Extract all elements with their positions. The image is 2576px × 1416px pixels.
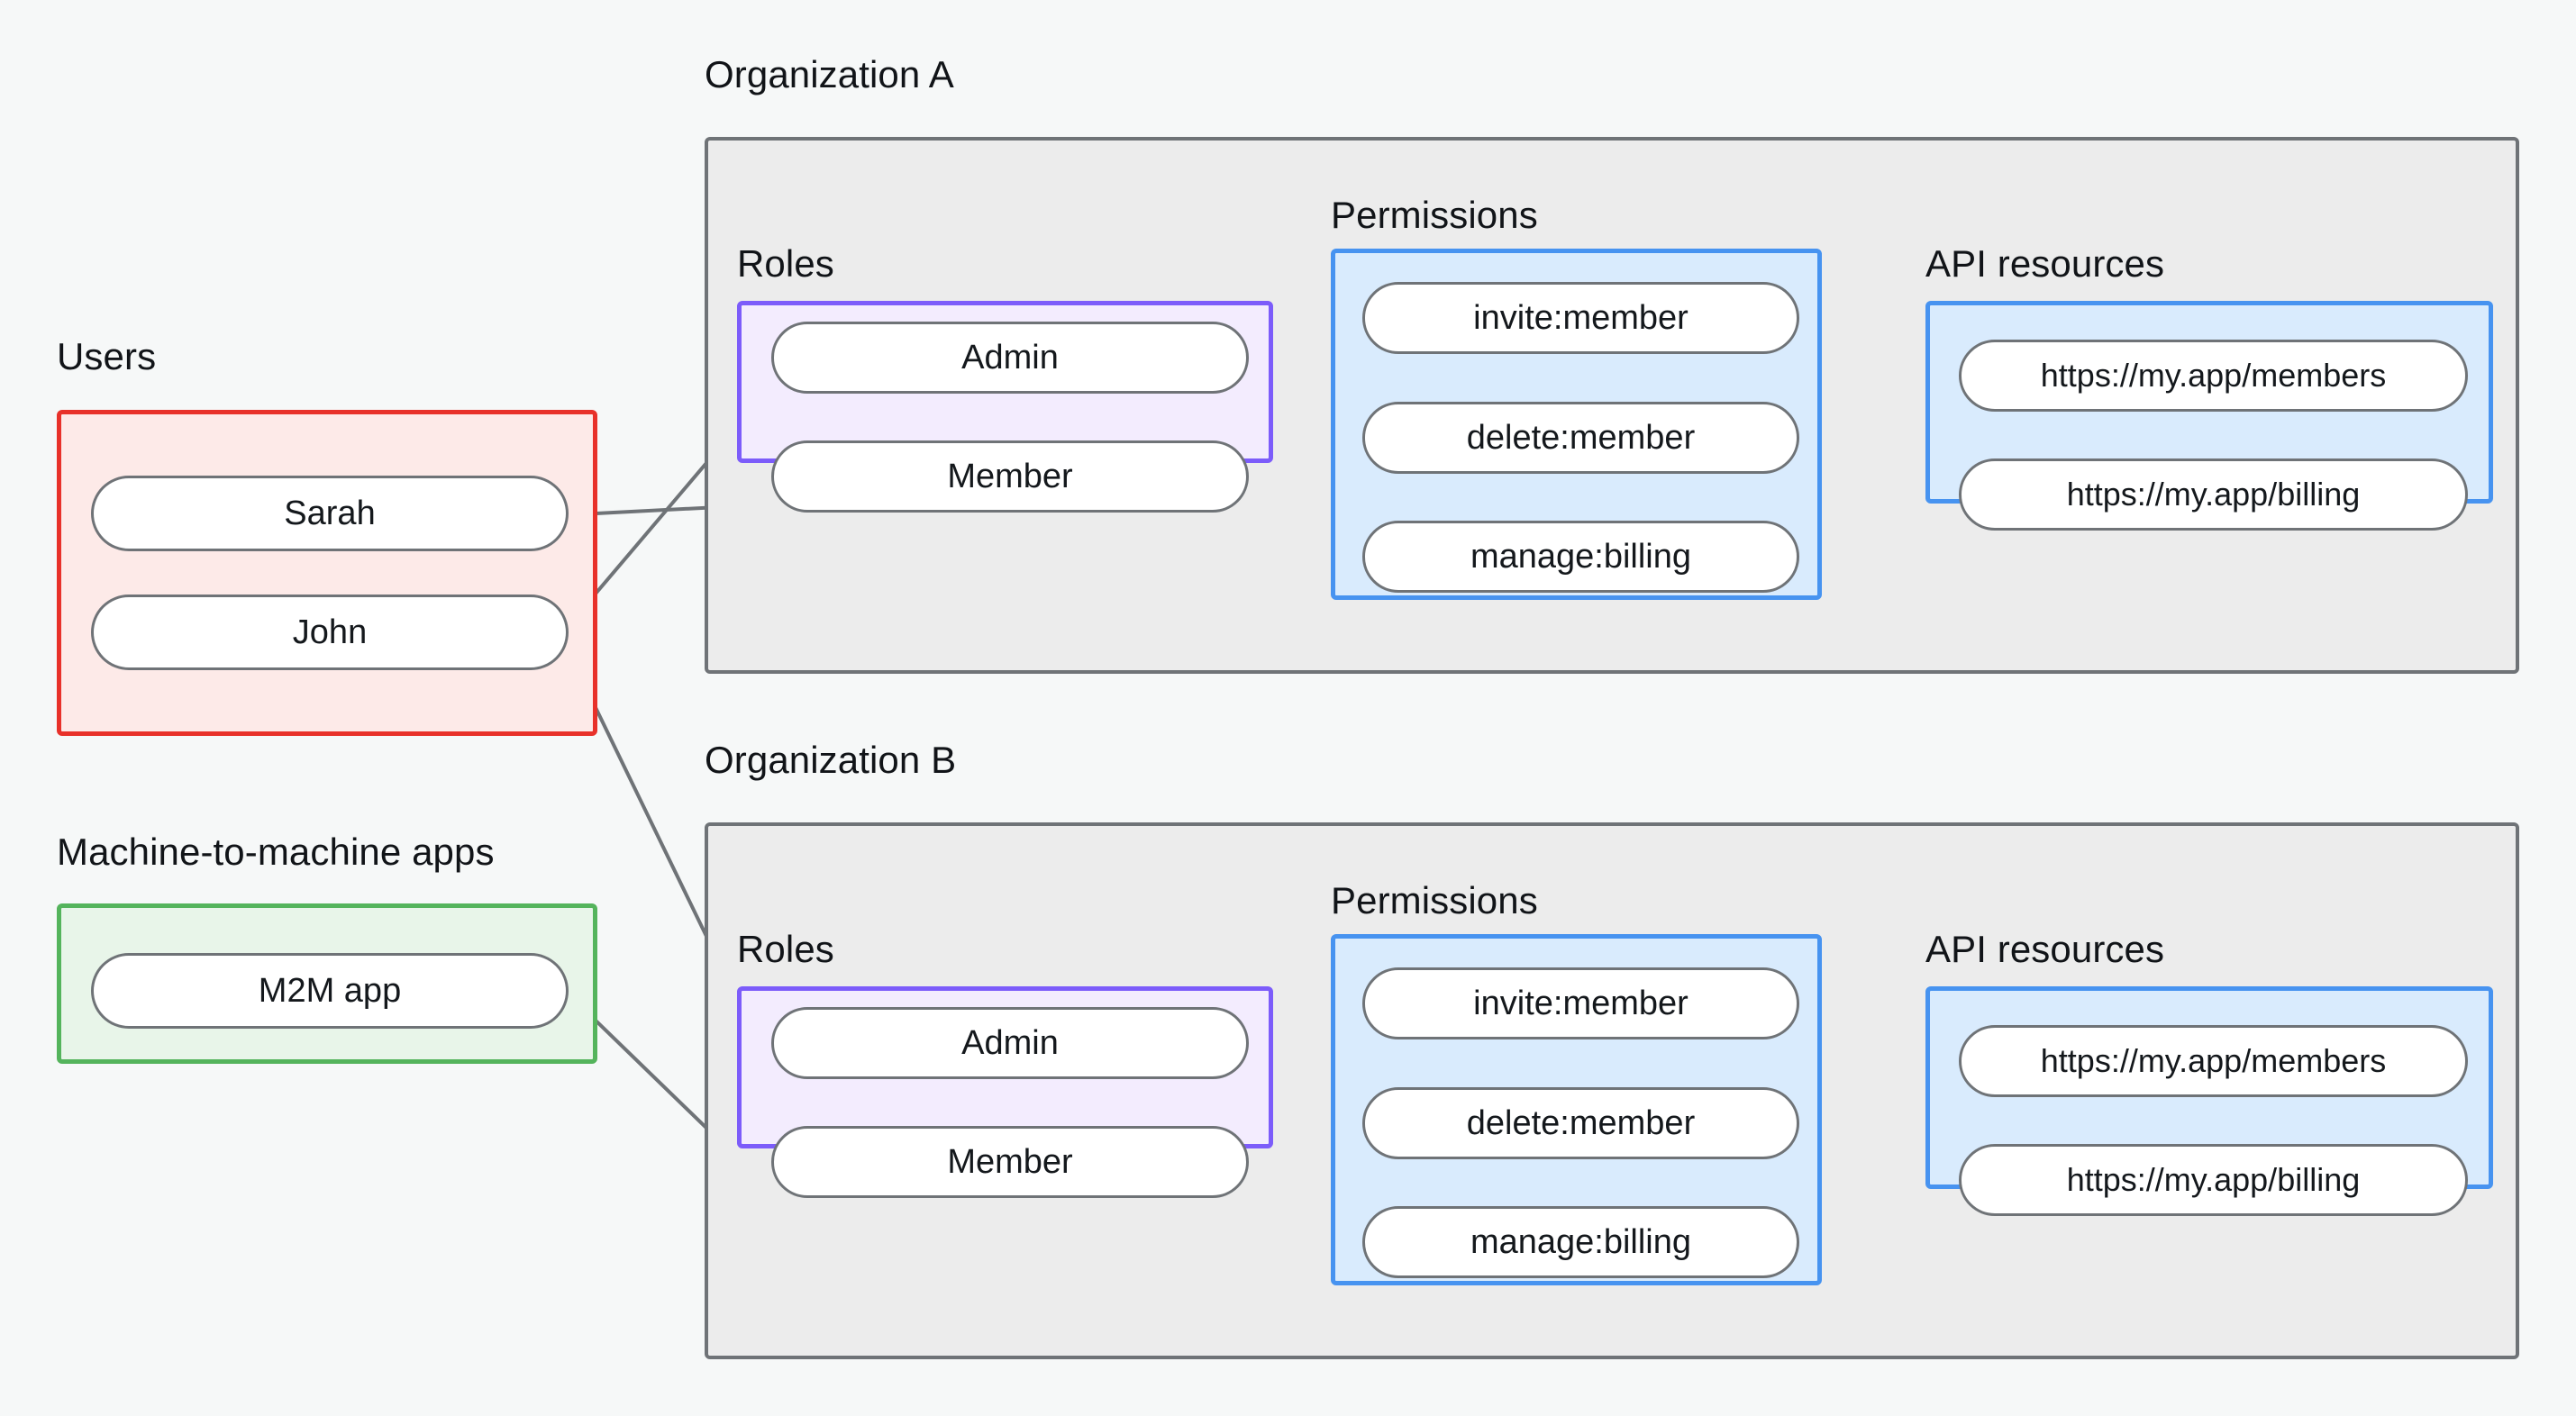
orgA-roles-group-box: Admin Member	[737, 301, 1273, 513]
orgA-permission-node-invite-member[interactable]: invite:member	[1362, 282, 1799, 354]
orgA-permission-node-delete-member[interactable]: delete:member	[1362, 402, 1799, 474]
orgA-permissions-group-box: invite:member delete:member manage:billi…	[1331, 249, 1822, 600]
organization-a-box: Roles Admin Member Permissions invite:me…	[705, 137, 2519, 674]
m2m-node-label: M2M app	[258, 971, 402, 1010]
user-node-sarah[interactable]: Sarah	[91, 476, 569, 551]
orgB-roles-group-box: Admin Member	[737, 986, 1273, 1198]
api-node-label: https://my.app/billing	[2066, 1161, 2361, 1198]
m2m-node-app[interactable]: M2M app	[91, 953, 569, 1029]
orgA-permissions-caption: Permissions	[1331, 194, 1538, 236]
role-node-label: Admin	[961, 338, 1059, 377]
orgB-permissions-group-box: invite:member delete:member manage:billi…	[1331, 934, 1822, 1285]
permission-node-label: invite:member	[1473, 298, 1689, 337]
permission-node-label: delete:member	[1466, 1103, 1696, 1142]
users-group-box: Sarah John	[57, 410, 597, 736]
api-node-label: https://my.app/members	[2040, 1042, 2387, 1079]
user-node-john[interactable]: John	[91, 595, 569, 670]
orgA-api-resources-caption: API resources	[1925, 242, 2165, 285]
orgB-role-node-admin[interactable]: Admin	[771, 1007, 1249, 1079]
m2m-group-box: M2M app	[57, 903, 597, 1064]
role-node-label: Admin	[961, 1023, 1059, 1062]
organization-a-caption: Organization A	[705, 53, 954, 95]
orgA-api-node-billing[interactable]: https://my.app/billing	[1959, 458, 2468, 531]
orgB-permission-node-manage-billing[interactable]: manage:billing	[1362, 1206, 1799, 1278]
orgB-permission-node-invite-member[interactable]: invite:member	[1362, 967, 1799, 1039]
orgA-roles-caption: Roles	[737, 242, 834, 285]
user-node-label: John	[292, 613, 368, 651]
organization-b-caption: Organization B	[705, 739, 957, 781]
orgA-api-node-members[interactable]: https://my.app/members	[1959, 340, 2468, 412]
orgB-api-node-members[interactable]: https://my.app/members	[1959, 1025, 2468, 1097]
api-node-label: https://my.app/billing	[2066, 476, 2361, 513]
role-node-label: Member	[947, 1142, 1073, 1181]
user-node-label: Sarah	[284, 494, 376, 532]
orgB-api-resources-caption: API resources	[1925, 928, 2165, 970]
orgA-role-node-member[interactable]: Member	[771, 440, 1249, 513]
orgA-permission-node-manage-billing[interactable]: manage:billing	[1362, 521, 1799, 593]
orgB-role-node-member[interactable]: Member	[771, 1126, 1249, 1198]
permission-node-label: manage:billing	[1470, 1222, 1692, 1261]
permission-node-label: manage:billing	[1470, 537, 1692, 576]
users-caption: Users	[57, 335, 157, 377]
role-node-label: Member	[947, 457, 1073, 495]
orgA-api-resources-group-box: https://my.app/members https://my.app/bi…	[1925, 301, 2493, 531]
orgB-api-resources-group-box: https://my.app/members https://my.app/bi…	[1925, 986, 2493, 1216]
api-node-label: https://my.app/members	[2040, 357, 2387, 394]
orgB-roles-caption: Roles	[737, 928, 834, 970]
orgA-role-node-admin[interactable]: Admin	[771, 322, 1249, 394]
orgB-permission-node-delete-member[interactable]: delete:member	[1362, 1087, 1799, 1159]
organization-b-box: Roles Admin Member Permissions invite:me…	[705, 822, 2519, 1359]
orgB-api-node-billing[interactable]: https://my.app/billing	[1959, 1144, 2468, 1216]
orgB-permissions-caption: Permissions	[1331, 879, 1538, 921]
permission-node-label: invite:member	[1473, 984, 1689, 1022]
permission-node-label: delete:member	[1466, 418, 1696, 457]
m2m-caption: Machine-to-machine apps	[57, 831, 495, 873]
